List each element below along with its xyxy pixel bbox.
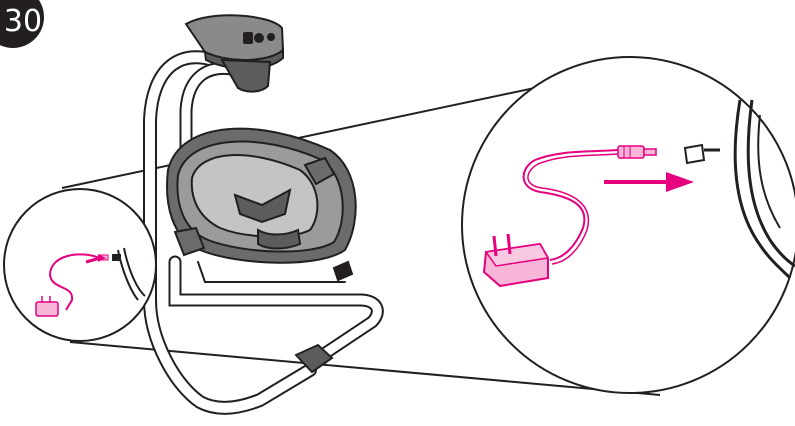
detail-callout-small (4, 189, 156, 341)
step-number: 30 (0, 0, 46, 44)
step-number-badge: 30 (0, 0, 44, 48)
detail-callout-large (462, 57, 795, 393)
swing-seat (167, 129, 356, 280)
